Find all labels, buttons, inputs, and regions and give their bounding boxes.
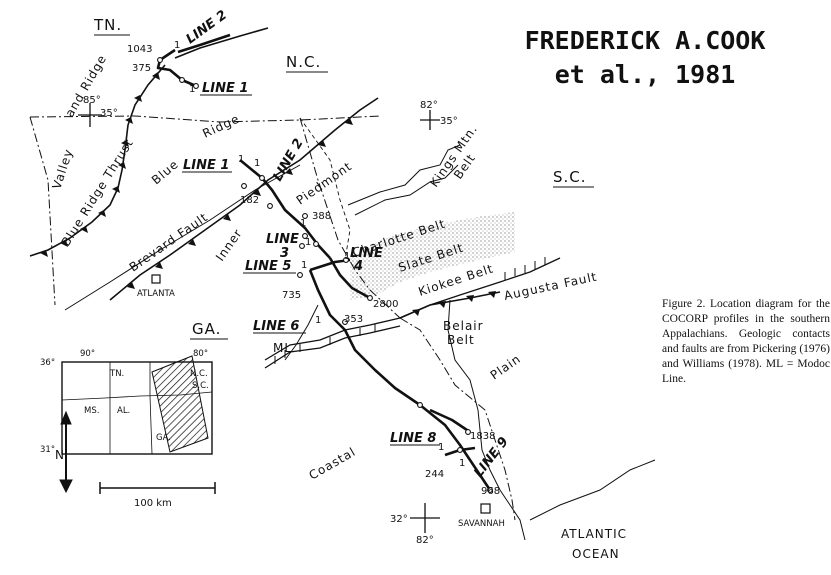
scale-bar <box>99 482 216 494</box>
label-line6: LINE 6 <box>253 319 299 334</box>
region-blue: Blue <box>149 157 181 187</box>
header-author: FREDERICK A.COOK <box>524 26 766 55</box>
inset-nc: N.C. <box>190 369 208 379</box>
modoc-line <box>284 304 319 361</box>
line-end-mark: 1 <box>254 158 260 169</box>
region-ocean: OCEAN <box>572 547 620 561</box>
label-line1-top: LINE 1 <box>202 81 248 96</box>
north-label: N <box>55 448 65 462</box>
coord-lat35a: 35° <box>100 108 118 119</box>
region-piedmont: Piedmont <box>294 159 355 208</box>
state-label-ga: GA. <box>192 320 221 338</box>
coord-lat35b: 35° <box>440 116 458 127</box>
inset-sc: S.C. <box>192 381 209 391</box>
line-end-mark: 1 <box>305 237 311 248</box>
coord-lat32: 32° <box>390 514 408 525</box>
shotpoint-dots <box>157 57 493 493</box>
shotpoint-2800: 2800 <box>373 299 398 310</box>
state-label-tn: TN. <box>93 16 122 34</box>
kings-mtn-belt-outline <box>347 144 461 216</box>
shotpoint-353: 353 <box>344 314 363 325</box>
region-ml: ML <box>273 341 292 355</box>
line-end-mark: 1 <box>344 251 350 262</box>
city-atlanta: ATLANTA <box>137 289 175 299</box>
figure-caption: Figure 2. Location diagram for the COCOR… <box>662 298 830 385</box>
shotpoint-244: 244 <box>425 469 444 480</box>
region-atlantic: ATLANTIC <box>561 527 627 541</box>
region-brevard-fault: Brevard Fault <box>127 210 211 275</box>
header-year: et al., 1981 <box>554 60 736 89</box>
inset-al: AL. <box>117 406 130 416</box>
piedmont-contact <box>299 117 351 261</box>
inset-lat31: 31° <box>40 445 55 455</box>
line-end-mark: 1 <box>238 154 244 165</box>
inset-ms: MS. <box>84 406 99 416</box>
coord-lon82b: 82° <box>416 535 434 546</box>
region-ridge: Ridge <box>200 111 242 140</box>
region-inner: Inner <box>213 226 245 264</box>
line-end-mark: 1 <box>315 315 321 326</box>
blue-ridge-thrust <box>29 64 166 257</box>
label-line4-a: LINE <box>350 246 383 261</box>
label-line8: LINE 8 <box>390 431 436 446</box>
label-line5: LINE 5 <box>245 259 291 274</box>
line-end-mark: 1 <box>301 260 307 271</box>
line-end-mark: 1 <box>438 442 444 453</box>
line-end-mark: 1 <box>189 84 195 95</box>
region-belair-1: Belair <box>443 319 484 333</box>
state-label-nc: N.C. <box>286 53 321 71</box>
brevard-fault <box>109 27 379 301</box>
label-underlines <box>182 94 440 446</box>
label-line3-a: LINE <box>266 232 299 247</box>
fall-line-ticks <box>274 257 546 364</box>
north-arrow <box>59 410 73 494</box>
region-valley: Valley <box>50 147 76 191</box>
scale-label: 100 km <box>134 498 172 509</box>
coord-lon82a: 82° <box>420 100 438 111</box>
inset-tn: TN. <box>109 369 124 379</box>
shotpoint-968: 968 <box>481 486 500 497</box>
region-coastal: Coastal <box>307 445 359 483</box>
state-boundaries <box>29 115 516 521</box>
shotpoint-182: 182 <box>240 195 259 206</box>
coastline-river <box>447 299 656 541</box>
atlanta-marker <box>151 274 161 284</box>
state-label-sc: S.C. <box>553 168 587 186</box>
shotpoint-375: 375 <box>132 63 151 74</box>
label-line2-mid: LINE 2 <box>270 136 306 184</box>
region-belair-2: Belt <box>447 333 475 347</box>
augusta-fault <box>399 291 501 319</box>
inset-lon80: 80° <box>193 349 208 359</box>
coord-lon85: 85° <box>83 95 101 106</box>
coordinate-crosses <box>78 103 440 533</box>
shotpoint-1043: 1043 <box>127 44 152 55</box>
region-augusta-fault: Augusta Fault <box>503 269 599 302</box>
shotpoint-388: 388 <box>312 211 331 222</box>
region-plain: Plain <box>488 352 524 383</box>
shotpoint-735: 735 <box>282 290 301 301</box>
brevard-zone <box>64 164 301 311</box>
label-line1-mid: LINE 1 <box>183 158 229 173</box>
inset-lat36: 36° <box>40 358 55 368</box>
inset-ga: GA. <box>156 433 171 443</box>
line-end-mark: 1 <box>174 40 180 51</box>
savannah-marker <box>480 503 491 514</box>
inset-map <box>61 355 213 455</box>
city-savannah: SAVANNAH <box>458 519 505 529</box>
shotpoint-1838: 1838 <box>470 431 495 442</box>
line-end-mark: 1 <box>459 458 465 469</box>
label-line4-b: 4 <box>353 259 363 274</box>
figure-header: FREDERICK A.COOK et al., 1981 <box>495 24 795 92</box>
label-line3-b: 3 <box>280 246 289 261</box>
slate-belt-stipple <box>350 212 515 300</box>
line-end-mark: 1 <box>300 218 306 229</box>
inset-lon90: 90° <box>80 349 95 359</box>
